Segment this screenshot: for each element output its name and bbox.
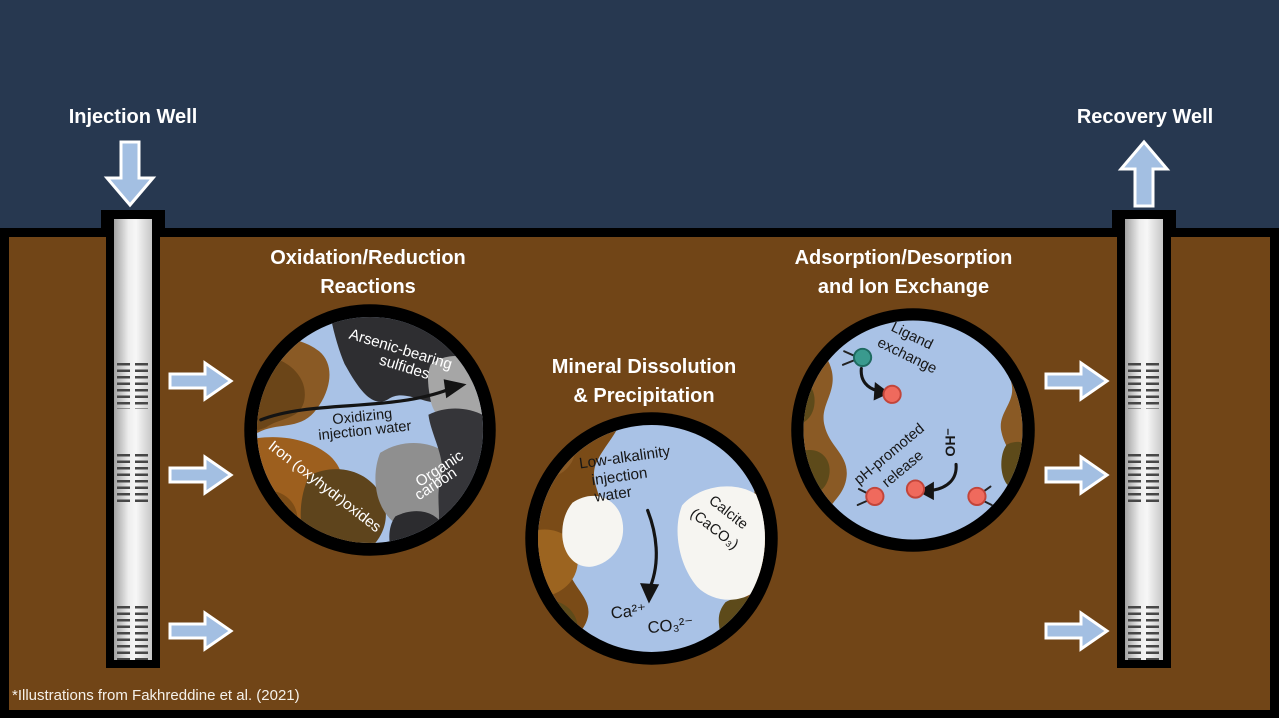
calcium-ion-label: Ca²⁺ [610, 600, 647, 623]
well-screen [1128, 454, 1159, 506]
redox-title-line2: Reactions [320, 276, 416, 298]
mineral-inset-illustration: Low-alkalinity injection water Calcite (… [525, 412, 778, 665]
well-screen [1128, 606, 1159, 660]
flow-right-arrow-icon [168, 454, 234, 496]
redox-inset-illustration: Arsenic-bearing sulfides Oxidizing injec… [244, 304, 496, 556]
well-screen [1128, 363, 1159, 409]
well-screen [117, 454, 148, 506]
well-screen [117, 606, 148, 660]
released-ion-dot [905, 479, 926, 499]
adsorption-title-line1: Adsorption/Desorption [794, 247, 1013, 269]
oxidizing-water-label-line1: Oxidizing [332, 406, 393, 428]
mineral-title-line1: Mineral Dissolution [551, 356, 737, 378]
redox-inset-title: Oxidation/Reduction Reactions [248, 244, 488, 302]
ligand-ion-dot [852, 347, 873, 368]
released-ion-dot [882, 384, 902, 404]
source-footnote: *Illustrations from Fakhreddine et al. (… [12, 687, 300, 704]
flow-right-arrow-icon [168, 360, 234, 402]
mineral-title-line2: & Precipitation [573, 385, 715, 407]
ph-release-arrow [931, 462, 958, 492]
ph-release-arrowhead [917, 481, 934, 501]
flow-path-arrowhead [443, 379, 467, 399]
injection-down-arrow-icon [103, 140, 157, 208]
recovery-well-pipe [1125, 219, 1163, 660]
flow-right-arrow-icon [1044, 360, 1110, 402]
dissolution-arrow [646, 508, 658, 589]
dissolution-arrowhead [640, 583, 660, 604]
injection-well-label: Injection Well [68, 106, 198, 128]
flow-right-arrow-icon [168, 610, 234, 652]
injection-well-pipe [114, 219, 152, 660]
flow-right-arrow-icon [1044, 610, 1110, 652]
adsorption-inset-title: Adsorption/Desorption and Ion Exchange [781, 244, 1026, 302]
sorbed-ion-dot [967, 486, 987, 507]
calcite-minerals [562, 486, 765, 600]
flow-path-arrow [259, 387, 451, 422]
flow-right-arrow-icon [1044, 454, 1110, 496]
sorbed-ion-dot [865, 486, 885, 507]
carbonate-ion-label: CO₃²⁻ [647, 614, 695, 638]
recovery-well-label: Recovery Well [1076, 106, 1214, 128]
recovery-up-arrow-icon [1117, 139, 1171, 208]
mineral-inset-title: Mineral Dissolution & Precipitation [524, 353, 764, 411]
redox-title-line1: Oxidation/Reduction [270, 247, 466, 269]
sorbed-ions [852, 347, 987, 507]
low-alkalinity-label-line3: water [593, 484, 633, 506]
ligand-exchange-arrowhead [873, 382, 890, 401]
adsorption-title-line2: and Ion Exchange [817, 276, 990, 298]
hydroxide-ion-label: OH⁻ [942, 428, 958, 457]
well-screen [117, 363, 148, 409]
adsorption-inset-illustration: Ligand exchange pH-promoted release OH⁻ [791, 308, 1035, 552]
